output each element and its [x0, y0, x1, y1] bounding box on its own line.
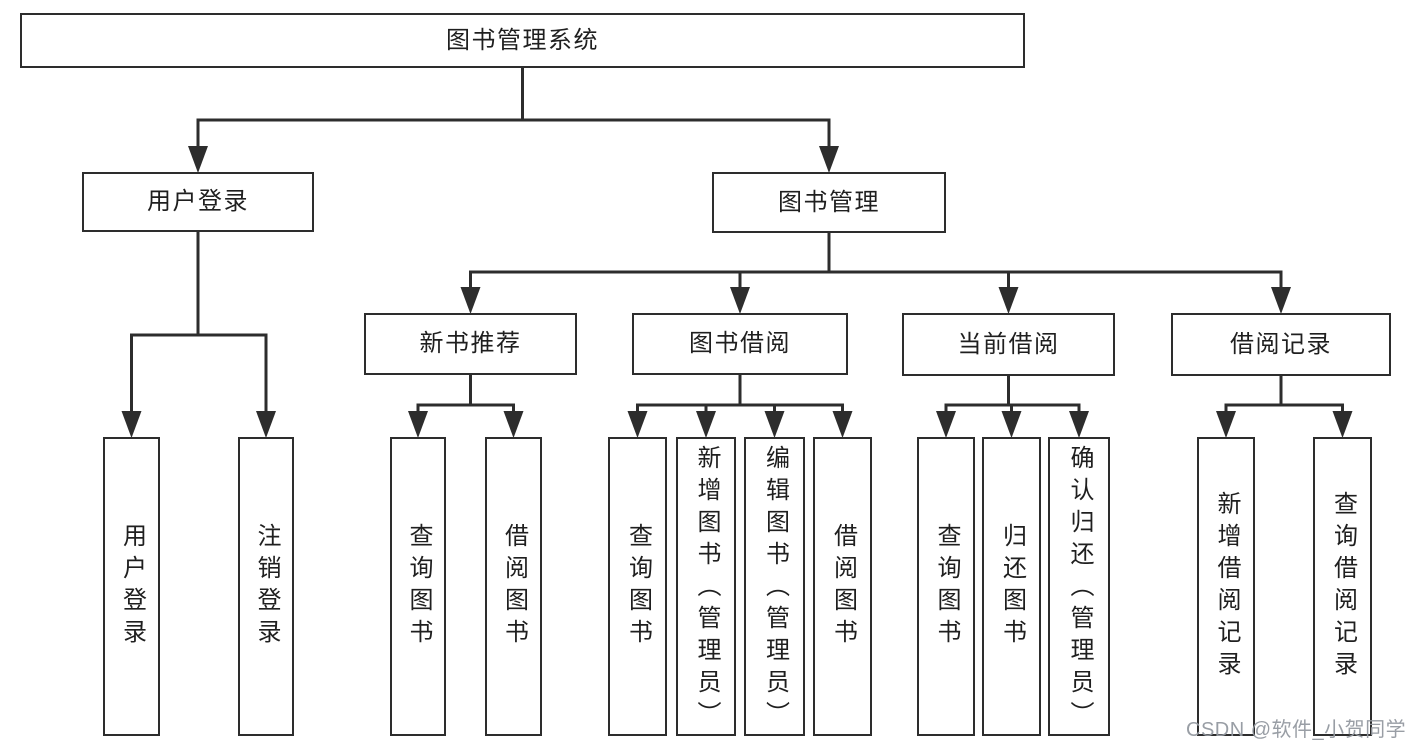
node-leaf-query-book-2: 查询图书 [608, 437, 667, 736]
node-leaf-logout: 注销登录 [238, 437, 294, 736]
arrowhead-icon [1001, 411, 1022, 438]
arrowhead-icon [832, 411, 853, 438]
arrowhead-icon [1069, 411, 1089, 438]
arrowhead-icon [819, 146, 839, 173]
node-current-borrow: 当前借阅 [902, 313, 1115, 376]
arrowhead-icon [730, 287, 750, 314]
arrowhead-icon [998, 287, 1019, 314]
node-leaf-query-book-3: 查询图书 [917, 437, 975, 736]
node-borrow-records: 借阅记录 [1171, 313, 1391, 376]
node-root: 图书管理系统 [20, 13, 1025, 68]
node-book-mgmt: 图书管理 [712, 172, 946, 233]
arrowhead-icon [460, 287, 481, 314]
arrowhead-icon [1332, 411, 1353, 438]
csdn-watermark: CSDN @软件_小贺同学 [1186, 719, 1405, 741]
node-leaf-confirm-return: 确认归还（管理员） [1048, 437, 1110, 736]
node-user-login: 用户登录 [82, 172, 314, 232]
node-new-book-rec: 新书推荐 [364, 313, 577, 375]
arrowhead-icon [936, 411, 956, 438]
arrowhead-icon [696, 411, 716, 438]
arrowhead-icon [121, 411, 142, 438]
node-leaf-return-book: 归还图书 [982, 437, 1041, 736]
node-leaf-borrow-book-2: 借阅图书 [813, 437, 872, 736]
node-leaf-add-book: 新增图书（管理员） [676, 437, 736, 736]
arrowhead-icon [503, 411, 524, 438]
node-leaf-edit-book: 编辑图书（管理员） [744, 437, 805, 736]
arrowhead-icon [627, 411, 648, 438]
node-leaf-user-login: 用户登录 [103, 437, 160, 736]
arrowhead-icon [1271, 287, 1291, 314]
node-book-borrow: 图书借阅 [632, 313, 848, 375]
arrowhead-icon [256, 411, 276, 438]
arrowhead-icon [188, 146, 208, 173]
arrowhead-icon [1216, 411, 1236, 438]
node-leaf-query-record: 查询借阅记录 [1313, 437, 1372, 736]
arrowhead-icon [764, 411, 785, 438]
node-leaf-query-book-1: 查询图书 [390, 437, 446, 736]
node-leaf-add-record: 新增借阅记录 [1197, 437, 1255, 736]
arrowhead-icon [408, 411, 428, 438]
node-leaf-borrow-book-1: 借阅图书 [485, 437, 542, 736]
